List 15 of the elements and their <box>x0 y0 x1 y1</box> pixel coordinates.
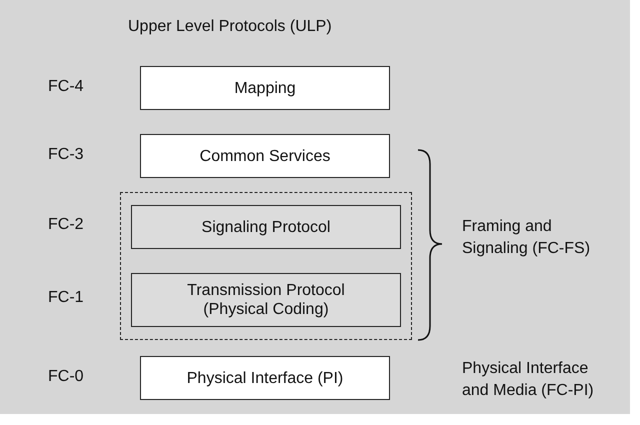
dashed-group-box <box>120 192 412 340</box>
layer-box: Physical Interface (PI) <box>140 356 390 400</box>
background-panel <box>0 0 630 414</box>
layer-label: FC-4 <box>48 78 84 96</box>
group-label: Framing and Signaling (FC-FS) <box>462 217 592 259</box>
layer-box: Signaling Protocol <box>131 205 401 249</box>
layer-label: FC-1 <box>48 289 84 307</box>
group-label: Physical Interface and Media (FC-PI) <box>462 359 595 401</box>
layer-box: Transmission Protocol (Physical Coding) <box>131 273 401 327</box>
layer-box: Mapping <box>140 66 390 110</box>
layer-label: FC-0 <box>48 368 84 386</box>
heading: Upper Level Protocols (ULP) <box>128 18 332 36</box>
layer-label: FC-2 <box>48 216 84 234</box>
layer-box: Common Services <box>140 134 390 178</box>
layer-label: FC-3 <box>48 146 84 164</box>
